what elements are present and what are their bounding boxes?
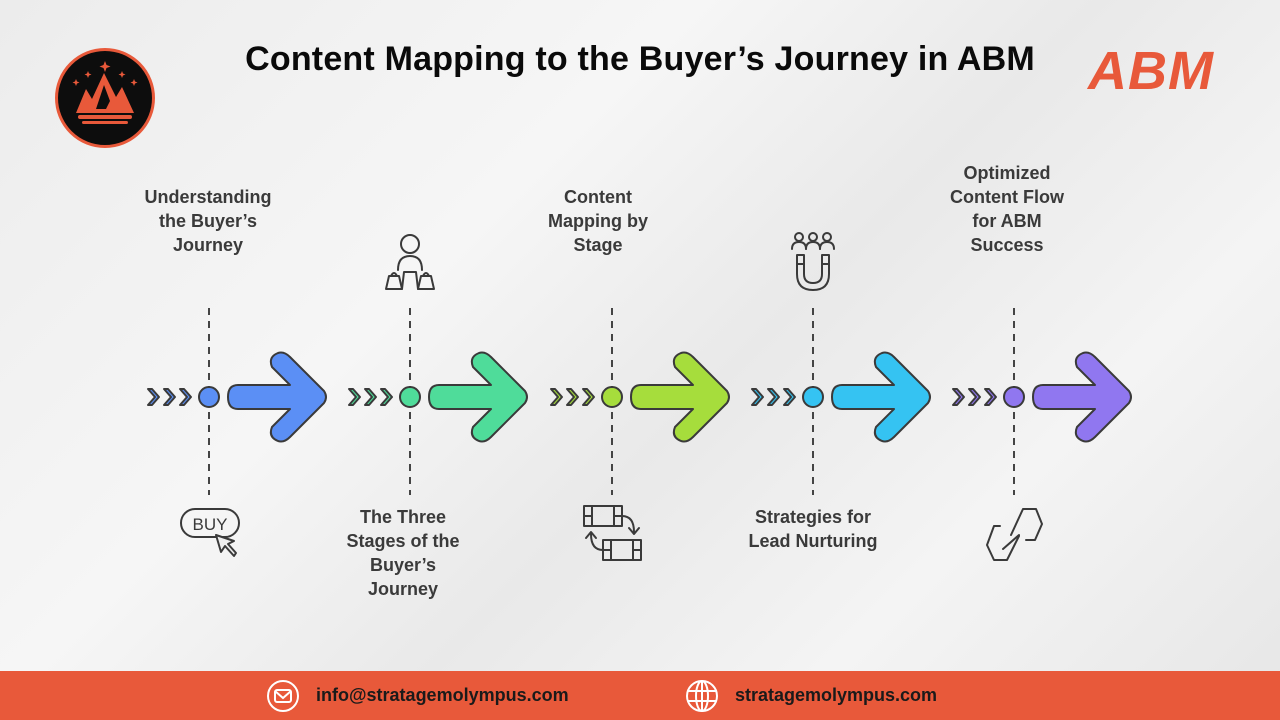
stage-3-arrow [550, 351, 730, 443]
label-line: Optimized [963, 163, 1051, 183]
label-line: Buyer’s [369, 555, 437, 575]
brand-logo [55, 48, 155, 148]
label-line: Content [564, 187, 632, 207]
stage-2-arrow [348, 351, 528, 443]
label-line: the Buyer’s [158, 211, 258, 231]
label-line: Mapping by [548, 211, 648, 231]
label-line: Success [970, 235, 1044, 255]
link-flow-icon [986, 508, 1043, 561]
label-line: Journey [367, 579, 439, 599]
email-link[interactable]: info@stratagemolympus.com [316, 685, 569, 705]
globe-icon [686, 679, 718, 712]
footer-website[interactable]: stratagemolympus.com [685, 671, 937, 720]
label-line: for ABM [972, 211, 1042, 231]
stage-4-arrow [751, 351, 931, 443]
page-title: Content Mapping to the Buyer’s Journey i… [245, 40, 1035, 78]
stage-2-label: The Three Stages of the Buyer’s Journey [318, 505, 488, 601]
stage-5-label: Optimized Content Flow for ABM Success [922, 161, 1092, 257]
label-line: Understanding [144, 187, 272, 207]
svg-text:BUY: BUY [193, 515, 228, 534]
label-line: Content Flow [950, 187, 1064, 207]
label-line: Stages of the [346, 531, 460, 551]
mapping-exchange-icon [583, 505, 642, 561]
label-line: Lead Nurturing [748, 531, 878, 551]
abm-badge: ABM [1088, 41, 1214, 101]
people-magnet-icon [791, 232, 835, 291]
buy-button-cursor-icon: BUY [180, 508, 240, 557]
footer-email[interactable]: info@stratagemolympus.com [266, 671, 569, 720]
stage-3-label: Content Mapping by Stage [513, 185, 683, 257]
label-line: Stage [573, 235, 623, 255]
website-link[interactable]: stratagemolympus.com [735, 685, 938, 705]
stage-5-arrow [952, 351, 1132, 443]
label-line: The Three [359, 507, 447, 527]
label-line: Strategies for [754, 507, 872, 527]
label-line: Journey [172, 235, 244, 255]
stage-1-arrow [147, 351, 327, 443]
footer-bar: info@stratagemolympus.com stratagemolymp… [0, 671, 1280, 720]
stage-1-label: Understanding the Buyer’s Journey [123, 185, 293, 257]
stage-4-label: Strategies for Lead Nurturing [728, 505, 898, 553]
crown-mountain-icon [72, 61, 138, 124]
mail-icon [267, 679, 299, 712]
shopper-bags-icon [385, 234, 435, 290]
